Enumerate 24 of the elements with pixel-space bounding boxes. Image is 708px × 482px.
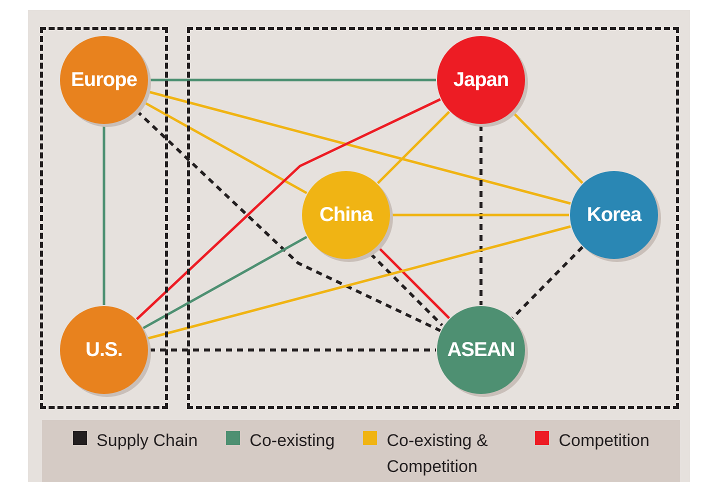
connector-line (376, 110, 450, 184)
region-label: U.S. (86, 340, 122, 360)
group-frame (187, 27, 679, 409)
group-frame (40, 27, 168, 409)
connector-line (391, 214, 569, 216)
region-label: China (319, 205, 373, 225)
dashed-connector (370, 252, 444, 326)
connector-line (147, 90, 571, 205)
legend-label: Co-existing (250, 430, 335, 452)
region-label: ASEAN (447, 340, 515, 360)
connector-line (376, 246, 450, 320)
legend-label: Co-existing & Competition (386, 430, 489, 478)
legend-label: Supply Chain (96, 430, 198, 452)
region-label: Korea (586, 205, 642, 225)
connector-line (512, 111, 584, 184)
dashed-connector (480, 125, 482, 305)
region-label: Europe (71, 70, 137, 90)
legend-label: Competition (558, 430, 650, 452)
dashed-connector (512, 246, 584, 319)
region-label: Japan (453, 70, 509, 90)
connector-line (149, 78, 436, 82)
dashed-connector (149, 348, 436, 352)
connector-line (102, 125, 106, 305)
connector-line (142, 236, 308, 330)
